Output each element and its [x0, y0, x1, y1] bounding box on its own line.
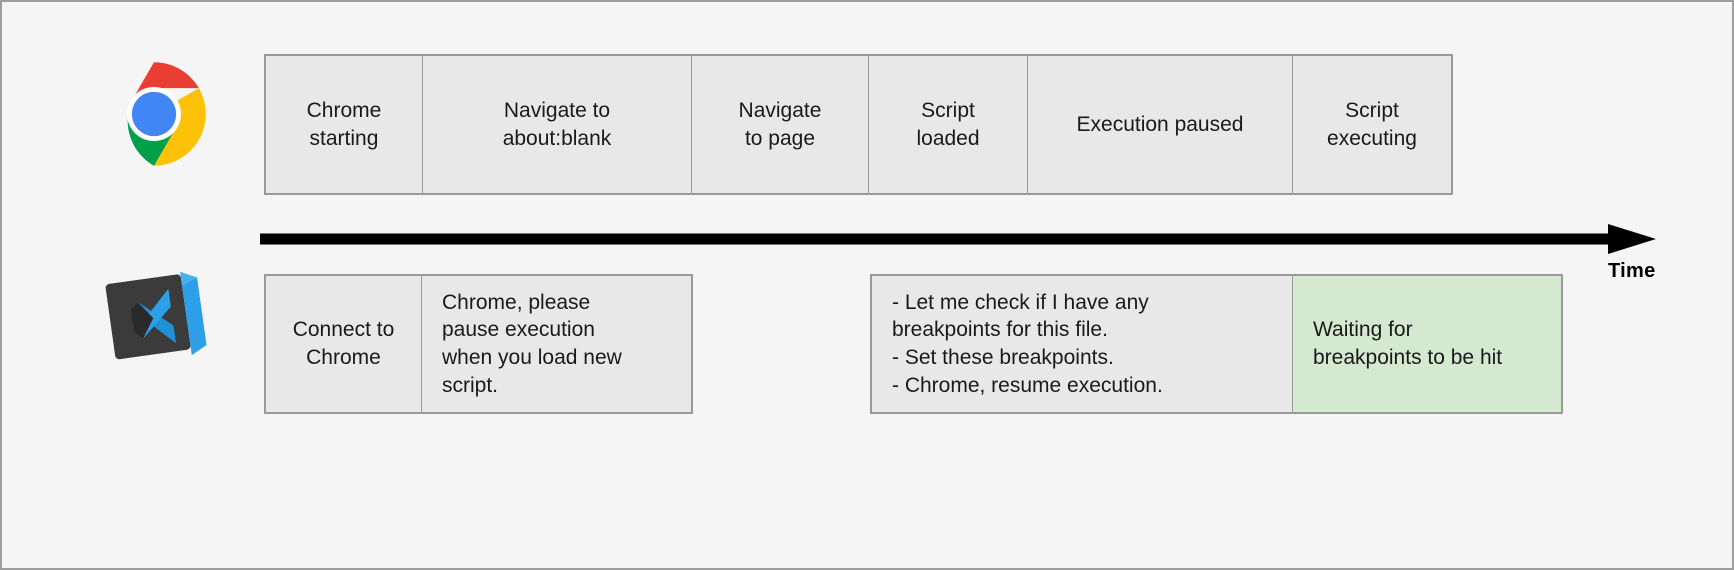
- box-label: Waiting for breakpoints to be hit: [1313, 318, 1503, 369]
- box-label: Connect to Chrome: [292, 318, 395, 369]
- timeline-box-breakpoint-actions[interactable]: - Let me check if I have any breakpoints…: [870, 274, 1294, 414]
- timeline-box-pause-request[interactable]: Chrome, please pause execution when you …: [421, 274, 693, 414]
- timeline-box-navigate-about-blank[interactable]: Navigate to about:blank: [422, 54, 693, 195]
- box-label: Chrome, please pause execution when you …: [442, 290, 622, 397]
- timeline-box-navigate-to-page[interactable]: Navigate to page: [691, 54, 870, 195]
- box-label: Navigate to page: [738, 98, 822, 150]
- box-label: Navigate to about:blank: [502, 98, 612, 150]
- box-label: - Let me check if I have any breakpoints…: [892, 290, 1163, 397]
- vscode-logo-icon: [98, 260, 210, 372]
- box-label: Script executing: [1327, 98, 1417, 150]
- timeline-box-script-executing[interactable]: Script executing: [1292, 54, 1453, 195]
- timeline-box-execution-paused[interactable]: Execution paused: [1027, 54, 1294, 195]
- box-label: Script loaded: [916, 98, 980, 150]
- time-axis-label: Time: [1608, 260, 1656, 282]
- chrome-logo-icon: [100, 60, 208, 168]
- timeline-box-script-loaded[interactable]: Script loaded: [868, 54, 1029, 195]
- box-label: Chrome starting: [306, 98, 382, 150]
- timeline-box-connect-to-chrome[interactable]: Connect to Chrome: [264, 274, 423, 414]
- time-axis-arrow: [260, 224, 1656, 254]
- timeline-box-chrome-starting[interactable]: Chrome starting: [264, 54, 424, 195]
- timeline-box-waiting-breakpoints[interactable]: Waiting for breakpoints to be hit: [1292, 274, 1563, 414]
- box-label: Execution paused: [1076, 112, 1244, 136]
